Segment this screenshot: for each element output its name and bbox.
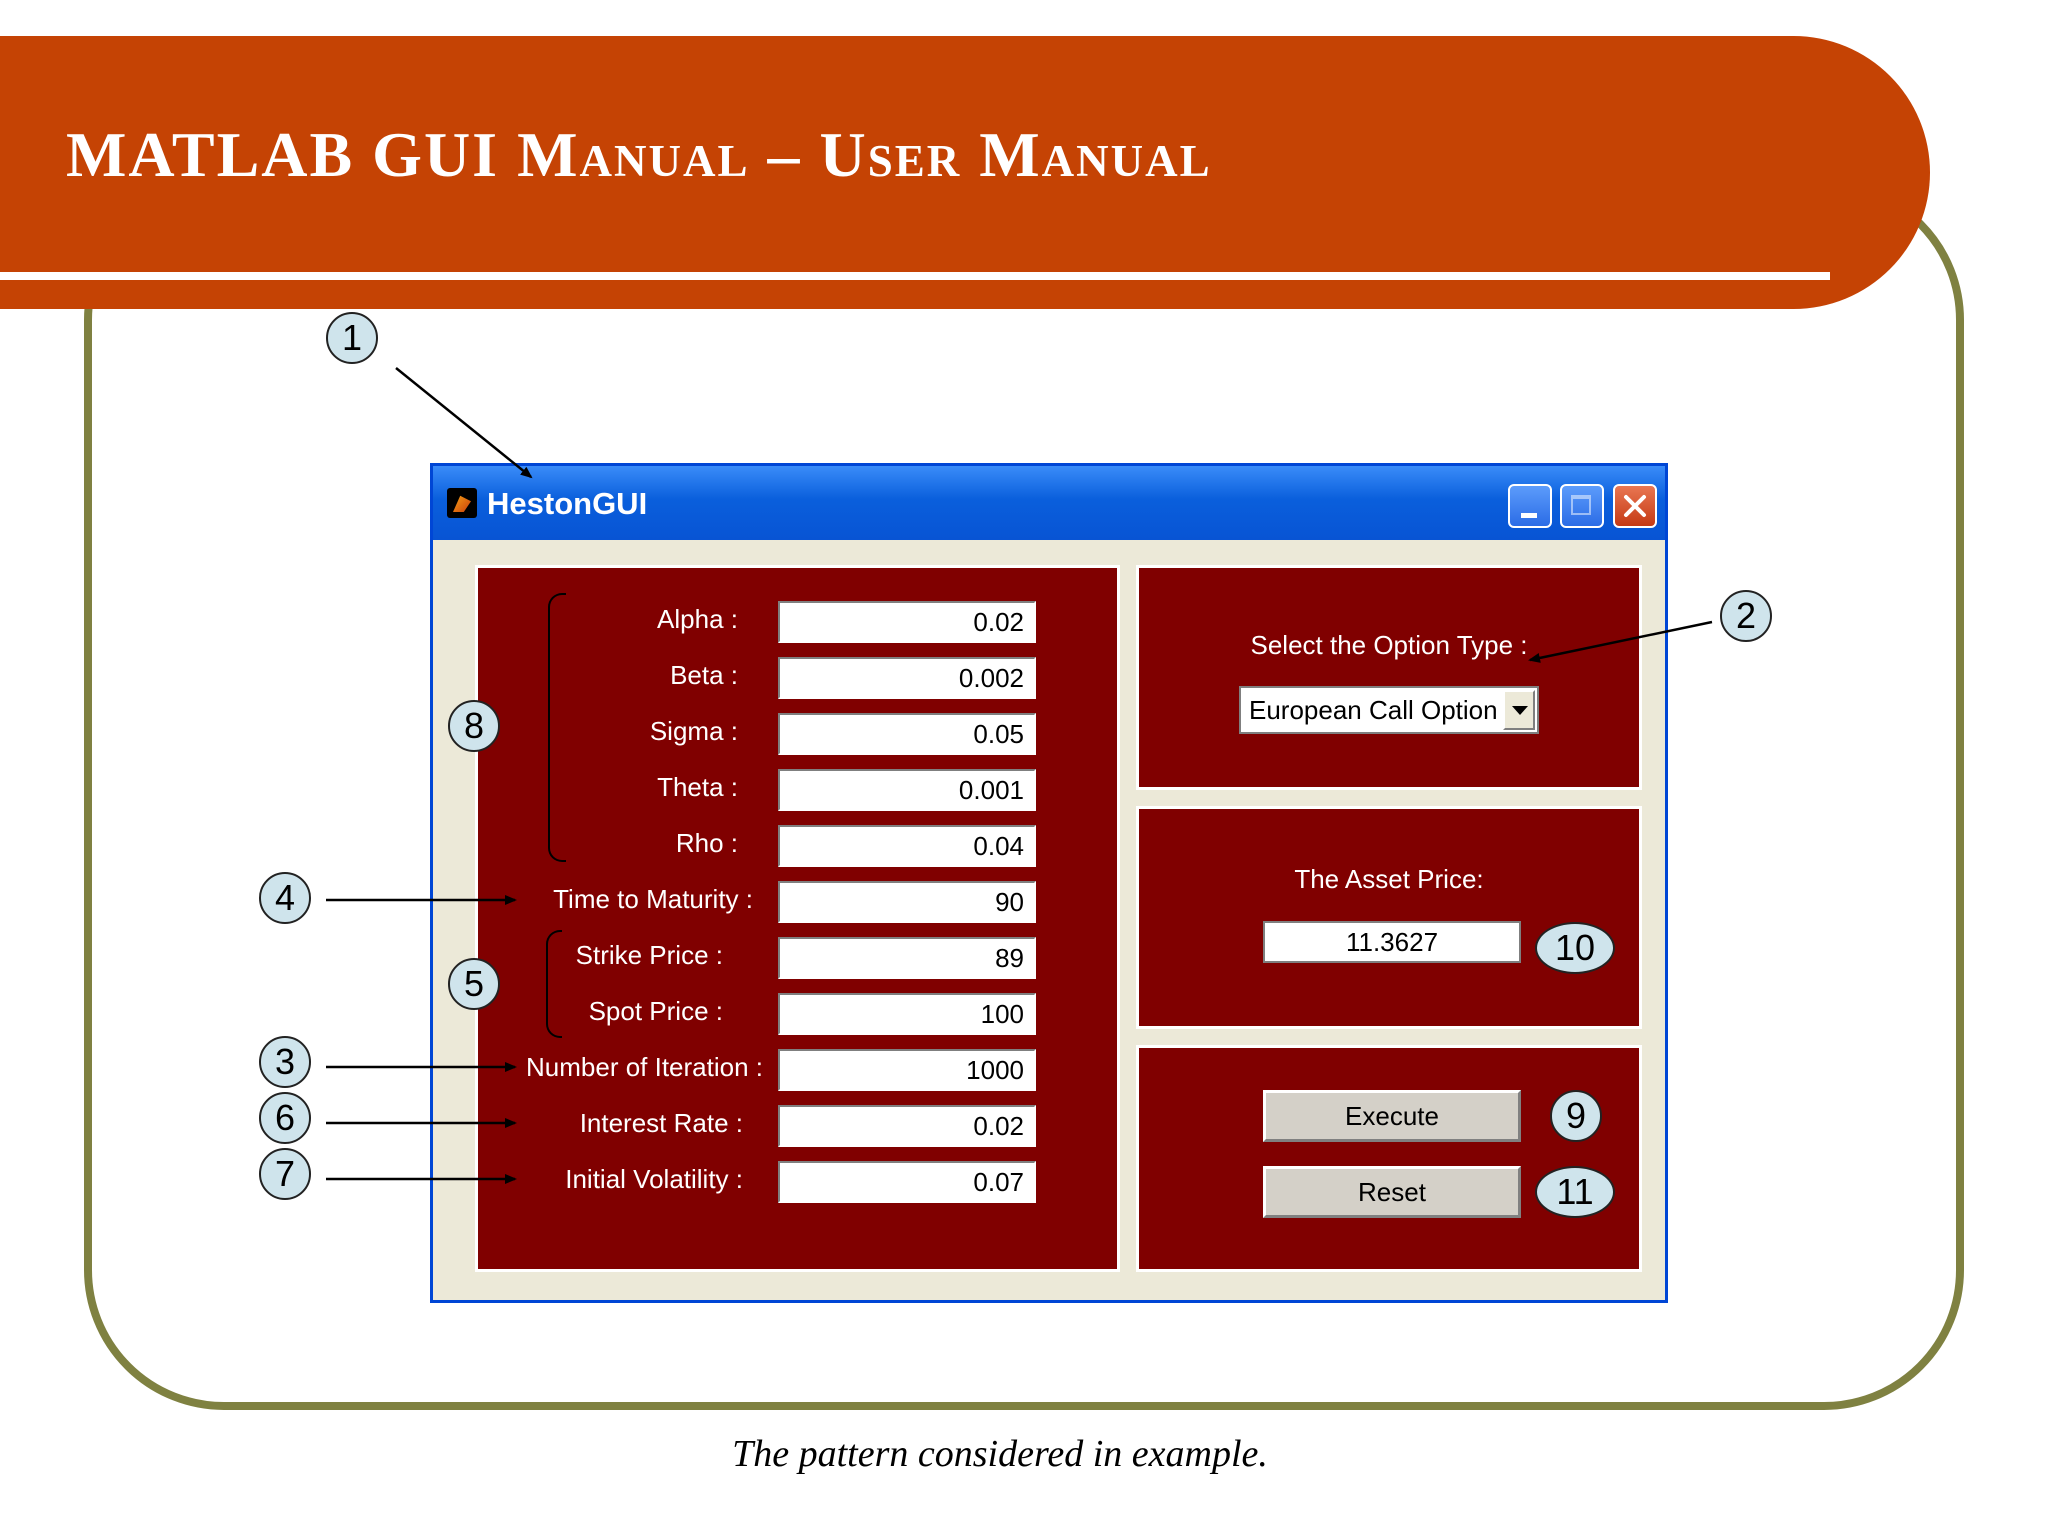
callout-1: 1 bbox=[326, 312, 378, 364]
beta-label: Beta : bbox=[670, 660, 738, 690]
window-titlebar[interactable]: HestonGUI bbox=[433, 466, 1665, 540]
time-to-maturity-label: Time to Maturity : bbox=[553, 884, 753, 914]
execute-button[interactable]: Execute bbox=[1263, 1090, 1521, 1142]
rho-label: Rho : bbox=[675, 828, 738, 858]
callout-3: 3 bbox=[259, 1036, 311, 1088]
number-of-iteration-label: Number of Iteration : bbox=[526, 1052, 763, 1082]
close-button[interactable] bbox=[1613, 484, 1657, 528]
callout-5: 5 bbox=[448, 958, 500, 1010]
interest-rate-label: Interest Rate : bbox=[579, 1108, 743, 1138]
reset-button[interactable]: Reset bbox=[1263, 1166, 1521, 1218]
title-banner bbox=[0, 36, 1930, 309]
alpha-label: Alpha : bbox=[657, 604, 738, 634]
strike-price-input[interactable] bbox=[778, 937, 1036, 979]
spot-price-label: Spot Price : bbox=[588, 996, 723, 1026]
option-type-select[interactable]: European Call Option bbox=[1239, 686, 1539, 734]
banner-divider bbox=[0, 272, 1830, 280]
sigma-label: Sigma : bbox=[649, 716, 738, 746]
beta-input[interactable] bbox=[778, 657, 1036, 699]
option-type-panel: Select the Option Type : European Call O… bbox=[1136, 565, 1642, 790]
initial-volatility-label: Initial Volatility : bbox=[565, 1164, 743, 1194]
alpha-input[interactable] bbox=[778, 601, 1036, 643]
sigma-input[interactable] bbox=[778, 713, 1036, 755]
callout-2: 2 bbox=[1720, 590, 1772, 642]
theta-input[interactable] bbox=[778, 769, 1036, 811]
number-of-iteration-input[interactable] bbox=[778, 1049, 1036, 1091]
option-type-label: Select the Option Type : bbox=[1250, 630, 1528, 660]
callout-9: 9 bbox=[1550, 1090, 1602, 1142]
asset-price-value: 11.3627 bbox=[1263, 921, 1521, 963]
rho-input[interactable] bbox=[778, 825, 1036, 867]
interest-rate-input[interactable] bbox=[778, 1105, 1036, 1147]
time-to-maturity-input[interactable] bbox=[778, 881, 1036, 923]
initial-volatility-input[interactable] bbox=[778, 1161, 1036, 1203]
callout-8: 8 bbox=[448, 700, 500, 752]
actions-panel: Execute Reset bbox=[1136, 1045, 1642, 1272]
figure-caption: The pattern considered in example. bbox=[732, 1433, 1268, 1475]
strike-price-label: Strike Price : bbox=[575, 940, 723, 970]
asset-price-label: The Asset Price: bbox=[1294, 864, 1484, 894]
asset-price-panel: The Asset Price: 11.3627 bbox=[1136, 806, 1642, 1029]
parameter-group-brace bbox=[548, 593, 566, 862]
callout-7: 7 bbox=[259, 1148, 311, 1200]
close-icon bbox=[1624, 495, 1646, 517]
matlab-icon bbox=[447, 488, 477, 518]
window-title: HestonGUI bbox=[487, 486, 648, 521]
callout-6: 6 bbox=[259, 1092, 311, 1144]
minimize-button[interactable] bbox=[1508, 484, 1552, 528]
dropdown-arrow-icon[interactable] bbox=[1503, 690, 1535, 730]
parameters-panel: Alpha : Beta : Sigma : Theta : Rho : Tim… bbox=[475, 565, 1120, 1272]
callout-11: 11 bbox=[1535, 1166, 1615, 1218]
maximize-button[interactable] bbox=[1560, 484, 1604, 528]
heston-gui-window: HestonGUI Alpha : Beta : Sigma : Theta :… bbox=[430, 463, 1668, 1303]
spot-price-input[interactable] bbox=[778, 993, 1036, 1035]
slide-title: MATLAB GUI Manual – User Manual bbox=[66, 119, 1212, 190]
callout-10: 10 bbox=[1535, 922, 1615, 974]
callout-4: 4 bbox=[259, 872, 311, 924]
price-group-brace bbox=[546, 930, 562, 1038]
theta-label: Theta : bbox=[657, 772, 738, 802]
option-type-selected-value: European Call Option bbox=[1249, 695, 1498, 725]
